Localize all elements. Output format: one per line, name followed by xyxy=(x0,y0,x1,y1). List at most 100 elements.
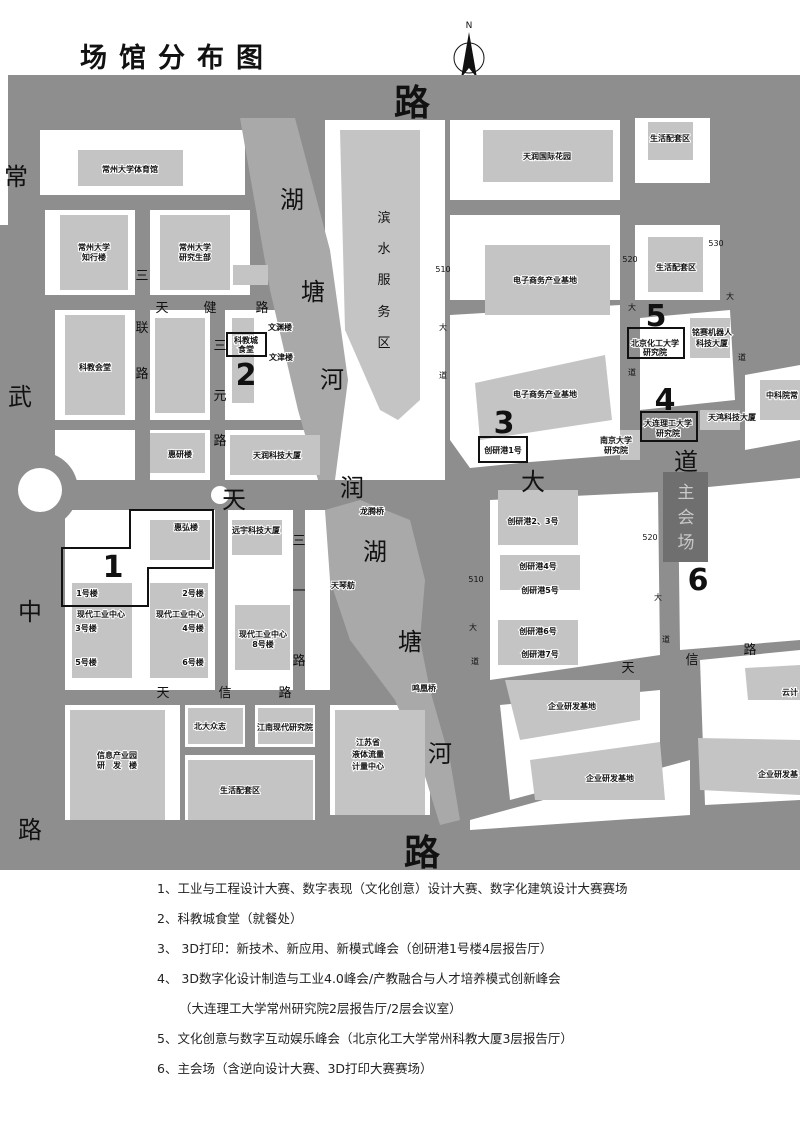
venue-3-outline[interactable] xyxy=(478,436,528,463)
building-label: 创研港6号 xyxy=(518,626,557,636)
bridge-label: 鸣凰桥 xyxy=(412,683,437,693)
road-label: 道 xyxy=(628,367,636,377)
building-label: 计量中心 xyxy=(352,761,384,771)
waterfront-label: 区 xyxy=(377,336,390,351)
building-label: 创研港1号 xyxy=(483,445,522,455)
road-label: 510 xyxy=(435,265,450,274)
road-label: 520 xyxy=(642,533,657,542)
venue-1-outline[interactable] xyxy=(61,509,214,607)
venue-2-number[interactable]: 2 xyxy=(236,358,257,393)
road-label: 三 xyxy=(213,339,226,354)
road-label: 三 xyxy=(135,269,148,284)
road-label: 520 xyxy=(622,255,637,264)
legend-item: 4、 3D数字化设计制造与工业4.0峰会/产教融合与人才培养模式创新峰会 xyxy=(157,971,561,986)
road-label: 530 xyxy=(708,239,723,248)
building-label: 研究生部 xyxy=(179,252,211,262)
water-labels: 湖 塘 河 湖 塘 河 滨 水 服 务 区 xyxy=(280,186,452,768)
legend-item: 6、主会场（含逆向设计大赛、3D打印大赛赛场） xyxy=(157,1061,433,1076)
building-label: 8号楼 xyxy=(252,639,274,649)
road-label: 路 xyxy=(18,816,42,844)
main-venue[interactable] xyxy=(663,472,708,562)
venue-2-outline[interactable] xyxy=(226,332,267,357)
road-label: 路 xyxy=(292,653,305,669)
road-label: 路 xyxy=(135,366,148,382)
building-label: 食堂 xyxy=(238,344,254,354)
building-label: 液体流量 xyxy=(352,749,384,759)
north-arrow-icon: N xyxy=(453,21,485,78)
road-label: 信 xyxy=(218,686,231,701)
building-label: 科技大厦 xyxy=(696,338,729,348)
legend-item: （大连理工大学常州研究院2层报告厅/2层会议室） xyxy=(179,1001,462,1016)
road-label: 路 xyxy=(404,833,441,874)
building-labels: 常州大学体育馆 常州大学 知行楼 常州大学 研究生部 科教会堂 科教城 食堂 文… xyxy=(74,132,800,796)
building-label: 常州大学 xyxy=(179,242,211,252)
building-label: 创研港7号 xyxy=(520,649,559,659)
road-label: 道 xyxy=(662,634,670,644)
river-label: 湖 xyxy=(280,186,304,214)
building-label: 生活配套区 xyxy=(650,133,690,143)
venue-map: 主 会 场 常州大学体育馆 常州大学 知行楼 常州大学 研究生部 科教会堂 科教… xyxy=(0,75,800,874)
road-label: 大 xyxy=(654,592,662,602)
road-label: 信 xyxy=(685,653,698,668)
building-label: 研究院 xyxy=(604,445,628,455)
building-label: 常州大学 xyxy=(78,242,110,252)
road-label: 武 xyxy=(8,383,32,411)
main-venue-label: 主 xyxy=(678,483,695,503)
road-label: 天 xyxy=(621,661,634,676)
road-label: 天 xyxy=(222,486,246,514)
waterfront-label: 务 xyxy=(377,304,390,320)
building-label: 天润科技大厦 xyxy=(253,450,302,460)
road-label: 大 xyxy=(521,468,545,496)
building-label: 研 发 楼 xyxy=(97,760,137,770)
map-title: 场馆分布图 xyxy=(80,43,275,74)
building-label: 天鸿科技大厦 xyxy=(708,412,757,422)
building-label: 北大众志 xyxy=(194,721,226,731)
road-label: 一 xyxy=(292,584,305,599)
venue-4-number[interactable]: 4 xyxy=(655,383,676,418)
building-label: 企业研发基地 xyxy=(585,773,634,783)
building-label: 创研港2、3号 xyxy=(506,516,558,526)
road-label: 路 xyxy=(278,685,291,701)
river-label: 湖 xyxy=(363,538,387,566)
building-label: 北京化工大学 xyxy=(631,338,679,348)
venue-markers[interactable]: 1 2 3 4 5 6 xyxy=(61,299,709,607)
road-label: 大 xyxy=(726,291,734,301)
venue-3-number[interactable]: 3 xyxy=(494,406,515,441)
building-label: 常州大学体育馆 xyxy=(102,164,158,174)
venue-5-outline[interactable] xyxy=(627,327,685,359)
building-label: 企业研发基地 xyxy=(547,701,596,711)
venue-1-number[interactable]: 1 xyxy=(103,550,124,585)
bridge-label: 龙腾桥 xyxy=(359,506,385,516)
building-label: 江苏省 xyxy=(356,737,380,747)
venue-4-outline[interactable] xyxy=(640,411,698,442)
building-label: 天润国际花园 xyxy=(523,151,571,161)
road-label: 天 xyxy=(155,301,168,316)
building-label: 生活配套区 xyxy=(656,262,696,272)
roundabout xyxy=(18,468,62,512)
waterfront-label: 服 xyxy=(377,273,390,288)
building-label: 研究院 xyxy=(643,347,667,357)
building-label: 文津楼 xyxy=(269,352,293,362)
building-label: 科教会堂 xyxy=(79,362,111,372)
legend-item: 1、工业与工程设计大赛、数字表现（文化创意）设计大赛、数字化建筑设计大赛赛场 xyxy=(157,881,628,896)
road-label: 道 xyxy=(471,656,479,666)
river-label: 塘 xyxy=(301,278,325,306)
building-label: 创研港5号 xyxy=(520,585,559,595)
north-label: N xyxy=(466,21,473,31)
road-label: 道 xyxy=(674,448,698,476)
building-label: 现代工业中心 xyxy=(239,629,287,639)
building-label: 大连理工大学 xyxy=(644,418,692,428)
road-label: 道 xyxy=(738,352,746,362)
building-label: 中科院常 xyxy=(766,390,798,400)
venue-6-number[interactable]: 6 xyxy=(688,563,709,598)
venue-5-number[interactable]: 5 xyxy=(646,299,667,334)
building-label: 6号楼 xyxy=(182,657,204,667)
road-label: 大 xyxy=(469,622,477,632)
road-label: 联 xyxy=(135,321,148,336)
main-venue-label: 会 xyxy=(678,508,695,528)
waterfront-label: 滨 xyxy=(377,210,390,226)
building-label: 5号楼 xyxy=(75,657,97,667)
building-label: 4号楼 xyxy=(182,623,204,633)
building-label: 现代工业中心 xyxy=(156,609,204,619)
road-label: 元 xyxy=(213,389,226,404)
